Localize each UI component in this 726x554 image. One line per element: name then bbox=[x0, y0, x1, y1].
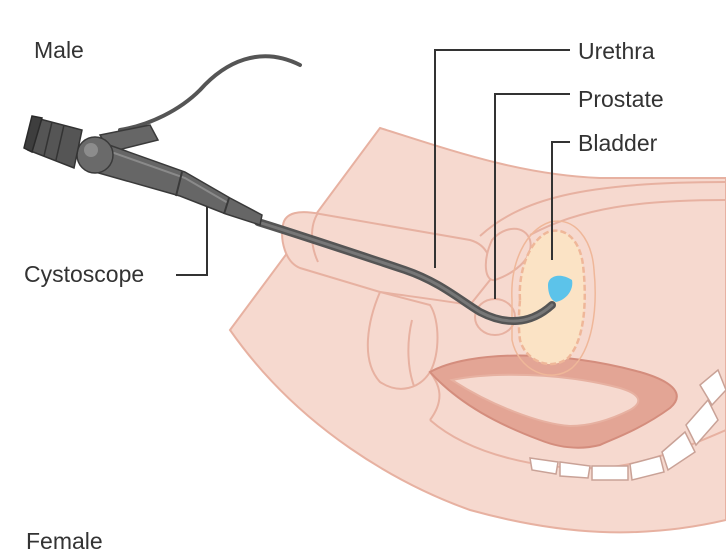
light-cable bbox=[118, 54, 302, 132]
leader-lines bbox=[176, 49, 570, 299]
shaft-ring-1 bbox=[175, 171, 183, 197]
urethra-leader bbox=[434, 49, 570, 268]
eyepiece-ring-1 bbox=[43, 121, 53, 157]
scrotum-shape bbox=[366, 290, 439, 390]
cystoscope-tube-highlight bbox=[256, 220, 554, 323]
rectum-inner bbox=[449, 373, 640, 428]
eyepiece-ring-2 bbox=[55, 124, 65, 161]
bladder-leader bbox=[551, 141, 570, 260]
pelvis-section bbox=[228, 126, 726, 534]
anatomy-illustration bbox=[23, 49, 726, 534]
prostate-label: Prostate bbox=[578, 86, 664, 112]
urethra-label: Urethra bbox=[578, 38, 655, 64]
cystoscope-leader bbox=[176, 207, 208, 276]
shaft-ring-2 bbox=[223, 197, 230, 215]
prostate-leader bbox=[494, 93, 570, 299]
bladder-fluid bbox=[548, 275, 573, 302]
cystoscope-illustration bbox=[23, 54, 556, 325]
knob-highlight bbox=[84, 143, 98, 157]
scrotum-line bbox=[407, 319, 415, 387]
bladder-label: Bladder bbox=[578, 130, 658, 156]
shaft-highlight bbox=[99, 147, 229, 204]
cystoscope-shaft bbox=[87, 139, 263, 226]
eyepiece-rim bbox=[23, 115, 43, 154]
seminal-vesicle bbox=[484, 227, 532, 282]
cystoscopy-diagram: Male Urethra Prostate Bladder Cystoscope… bbox=[23, 37, 726, 553]
bladder-wall-outer bbox=[511, 220, 596, 376]
cystoscope-label: Cystoscope bbox=[24, 261, 145, 287]
male-label: Male bbox=[34, 37, 84, 63]
sacrum-bones bbox=[529, 368, 726, 481]
female-label: Female bbox=[26, 528, 103, 554]
inner-wall-line bbox=[529, 199, 726, 236]
abdominal-wall-line bbox=[479, 181, 726, 237]
